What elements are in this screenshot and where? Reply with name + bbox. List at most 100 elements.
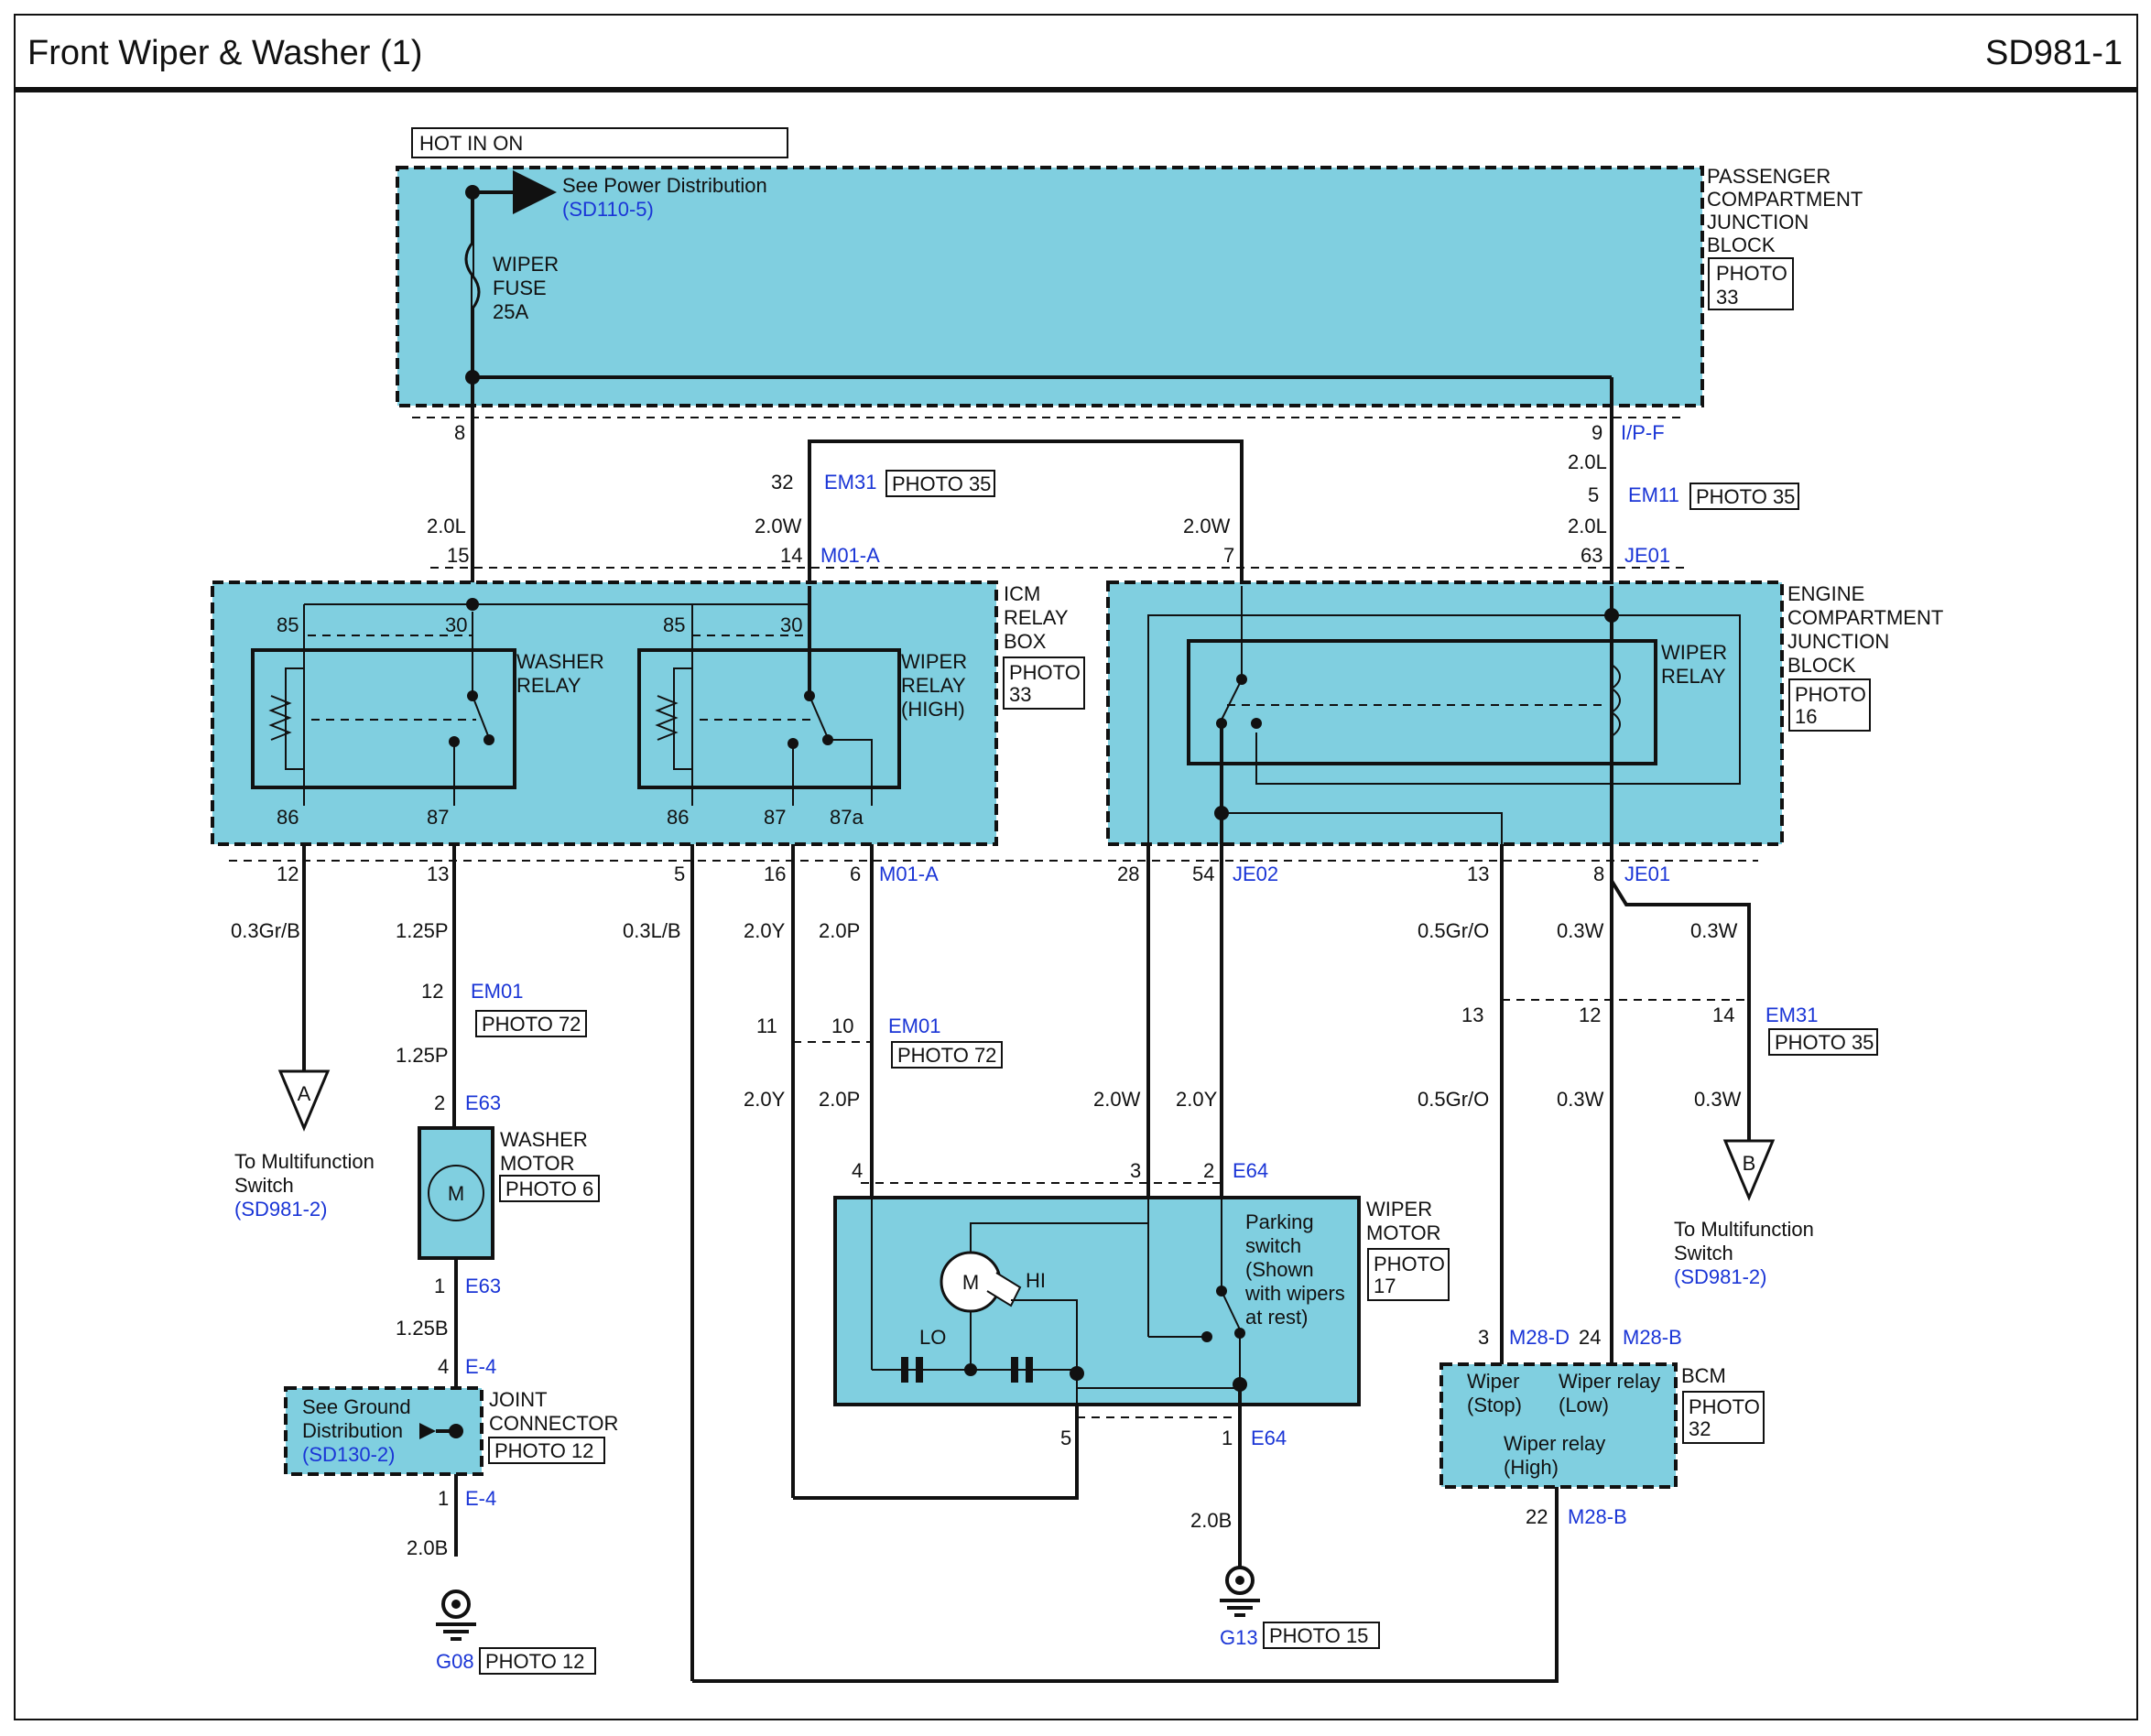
conn-m01a-bottom: M01-A bbox=[879, 863, 939, 885]
parking-switch-3: (Shown bbox=[1245, 1258, 1314, 1281]
washer-relay-label-2: RELAY bbox=[516, 674, 581, 697]
photo72-b: PHOTO 72 bbox=[897, 1044, 996, 1067]
conn-je02: JE02 bbox=[1233, 863, 1278, 885]
ground-g13-label: G13 bbox=[1220, 1626, 1258, 1649]
conn-e63-bottom: E63 bbox=[465, 1275, 501, 1297]
ecjb-photo-2: 16 bbox=[1795, 705, 1817, 728]
conn-m28b-top: M28-B bbox=[1623, 1326, 1682, 1349]
pin-13-em31: 13 bbox=[1461, 1004, 1483, 1026]
pin-14-em31: 14 bbox=[1712, 1004, 1734, 1026]
parking-switch-4: with wipers bbox=[1244, 1282, 1345, 1305]
pin-4-e64: 4 bbox=[852, 1159, 863, 1182]
ecjb-label-3: JUNCTION bbox=[1787, 630, 1889, 653]
pin-22: 22 bbox=[1526, 1505, 1548, 1528]
wire-20W-left: 2.0W bbox=[755, 515, 802, 537]
wire-03GrB: 0.3Gr/B bbox=[231, 919, 300, 942]
washer-motor-label-1: WASHER bbox=[500, 1128, 588, 1151]
photo35-em11: PHOTO 35 bbox=[1696, 485, 1795, 508]
wire-03LB: 0.3L/B bbox=[623, 919, 681, 942]
pin-1-e4: 1 bbox=[438, 1487, 449, 1510]
hot-in-on-box bbox=[411, 127, 788, 158]
ecjb-label-4: BLOCK bbox=[1787, 654, 1856, 677]
wiper-relay-label-1: WIPER bbox=[1661, 641, 1727, 664]
engine-junction-block bbox=[1106, 580, 1784, 846]
conn-em31-top: EM31 bbox=[824, 471, 876, 494]
to-mfs-b-1: To Multifunction bbox=[1674, 1218, 1814, 1241]
wiper-relay-high-87: 87 bbox=[764, 806, 786, 829]
wiper-motor-label-2: MOTOR bbox=[1366, 1221, 1440, 1244]
photo15: PHOTO 15 bbox=[1269, 1624, 1368, 1647]
joint-label-2: CONNECTOR bbox=[489, 1412, 618, 1435]
pin-2-e64: 2 bbox=[1203, 1159, 1214, 1182]
wiper-motor-label-1: WIPER bbox=[1366, 1198, 1432, 1221]
pcjb-photo-2: 33 bbox=[1716, 286, 1738, 309]
fuse-label-3: 25A bbox=[493, 300, 528, 323]
see-ground-2: Distribution bbox=[302, 1419, 403, 1442]
conn-e4-top: E-4 bbox=[465, 1355, 496, 1378]
conn-e4-bottom: E-4 bbox=[465, 1487, 496, 1510]
connector-a-label: A bbox=[298, 1082, 311, 1105]
bcm-low-2: (Low) bbox=[1559, 1394, 1609, 1416]
diagram-code: SD981-1 bbox=[1985, 34, 2123, 72]
wiper-motor-photo-1: PHOTO bbox=[1374, 1253, 1445, 1275]
pin-5-e64: 5 bbox=[1060, 1427, 1071, 1449]
conn-m01a-top: M01-A bbox=[820, 544, 880, 567]
wire-20B-left: 2.0B bbox=[407, 1536, 448, 1559]
passenger-junction-block bbox=[396, 166, 1704, 407]
washer-relay-label-1: WASHER bbox=[516, 650, 604, 673]
ground-g08-icon bbox=[441, 1590, 471, 1619]
bcm-high-2: (High) bbox=[1504, 1456, 1559, 1479]
wiper-relay-high-86: 86 bbox=[667, 806, 689, 829]
washer-motor-label-2: MOTOR bbox=[500, 1152, 574, 1175]
photo6: PHOTO 6 bbox=[505, 1177, 593, 1200]
photo35-em31-bottom: PHOTO 35 bbox=[1775, 1031, 1874, 1054]
pin-54: 54 bbox=[1192, 863, 1214, 885]
icm-relay-box bbox=[211, 580, 998, 846]
washer-motor bbox=[418, 1126, 494, 1260]
pin-4-e4: 4 bbox=[438, 1355, 449, 1378]
conn-je01-bottom: JE01 bbox=[1624, 863, 1670, 885]
wire-20W-mid: 2.0W bbox=[1093, 1088, 1141, 1111]
wiper-relay-high-87a: 87a bbox=[830, 806, 864, 829]
conn-e63-top: E63 bbox=[465, 1091, 501, 1114]
washer-relay-30: 30 bbox=[445, 613, 467, 636]
pin-15: 15 bbox=[447, 544, 469, 567]
bcm-low-1: Wiper relay bbox=[1559, 1370, 1660, 1393]
pin-13-top: 13 bbox=[427, 863, 449, 885]
to-mfs-b-ref: (SD981-2) bbox=[1674, 1265, 1766, 1288]
pin-1-e63: 1 bbox=[434, 1275, 445, 1297]
bcm-stop-1: Wiper bbox=[1467, 1370, 1519, 1393]
pin-9: 9 bbox=[1592, 421, 1602, 444]
bcm-label: BCM bbox=[1681, 1364, 1726, 1387]
wiper-relay bbox=[1187, 639, 1657, 765]
fuse-label-2: FUSE bbox=[493, 277, 547, 299]
conn-em01-a: EM01 bbox=[471, 980, 523, 1003]
pin-24: 24 bbox=[1579, 1326, 1601, 1349]
diagram-title: Front Wiper & Washer (1) bbox=[27, 34, 422, 72]
pin-11: 11 bbox=[756, 1014, 777, 1037]
pin-3-e64: 3 bbox=[1130, 1159, 1141, 1182]
wire-20L-left: 2.0L bbox=[427, 515, 466, 537]
see-power-ref: (SD110-5) bbox=[562, 198, 654, 221]
pin-8-ecjb: 8 bbox=[1593, 863, 1604, 885]
pin-3-bcm: 3 bbox=[1478, 1326, 1489, 1349]
wire-03W-b: 0.3W bbox=[1694, 1088, 1742, 1111]
washer-relay-85: 85 bbox=[277, 613, 299, 636]
pin-1-e64: 1 bbox=[1222, 1427, 1233, 1449]
ground-g13-icon bbox=[1225, 1566, 1255, 1595]
see-power-label: See Power Distribution bbox=[562, 174, 767, 197]
wire-03W-right: 0.3W bbox=[1690, 919, 1738, 942]
wire-20Y-right: 2.0Y bbox=[1176, 1088, 1218, 1111]
parking-switch-2: switch bbox=[1245, 1234, 1301, 1257]
wiper-fuse-icon bbox=[464, 242, 481, 309]
washer-motor-m: M bbox=[448, 1182, 464, 1205]
conn-em01-b: EM01 bbox=[888, 1014, 940, 1037]
wire-20W-right: 2.0W bbox=[1183, 515, 1231, 537]
washer-relay-87: 87 bbox=[427, 806, 449, 829]
icm-photo-1: PHOTO bbox=[1009, 661, 1081, 684]
wiper-motor-photo-2: 17 bbox=[1374, 1275, 1396, 1297]
photo72-a: PHOTO 72 bbox=[482, 1013, 581, 1036]
pin-14: 14 bbox=[780, 544, 802, 567]
pin-16: 16 bbox=[764, 863, 786, 885]
